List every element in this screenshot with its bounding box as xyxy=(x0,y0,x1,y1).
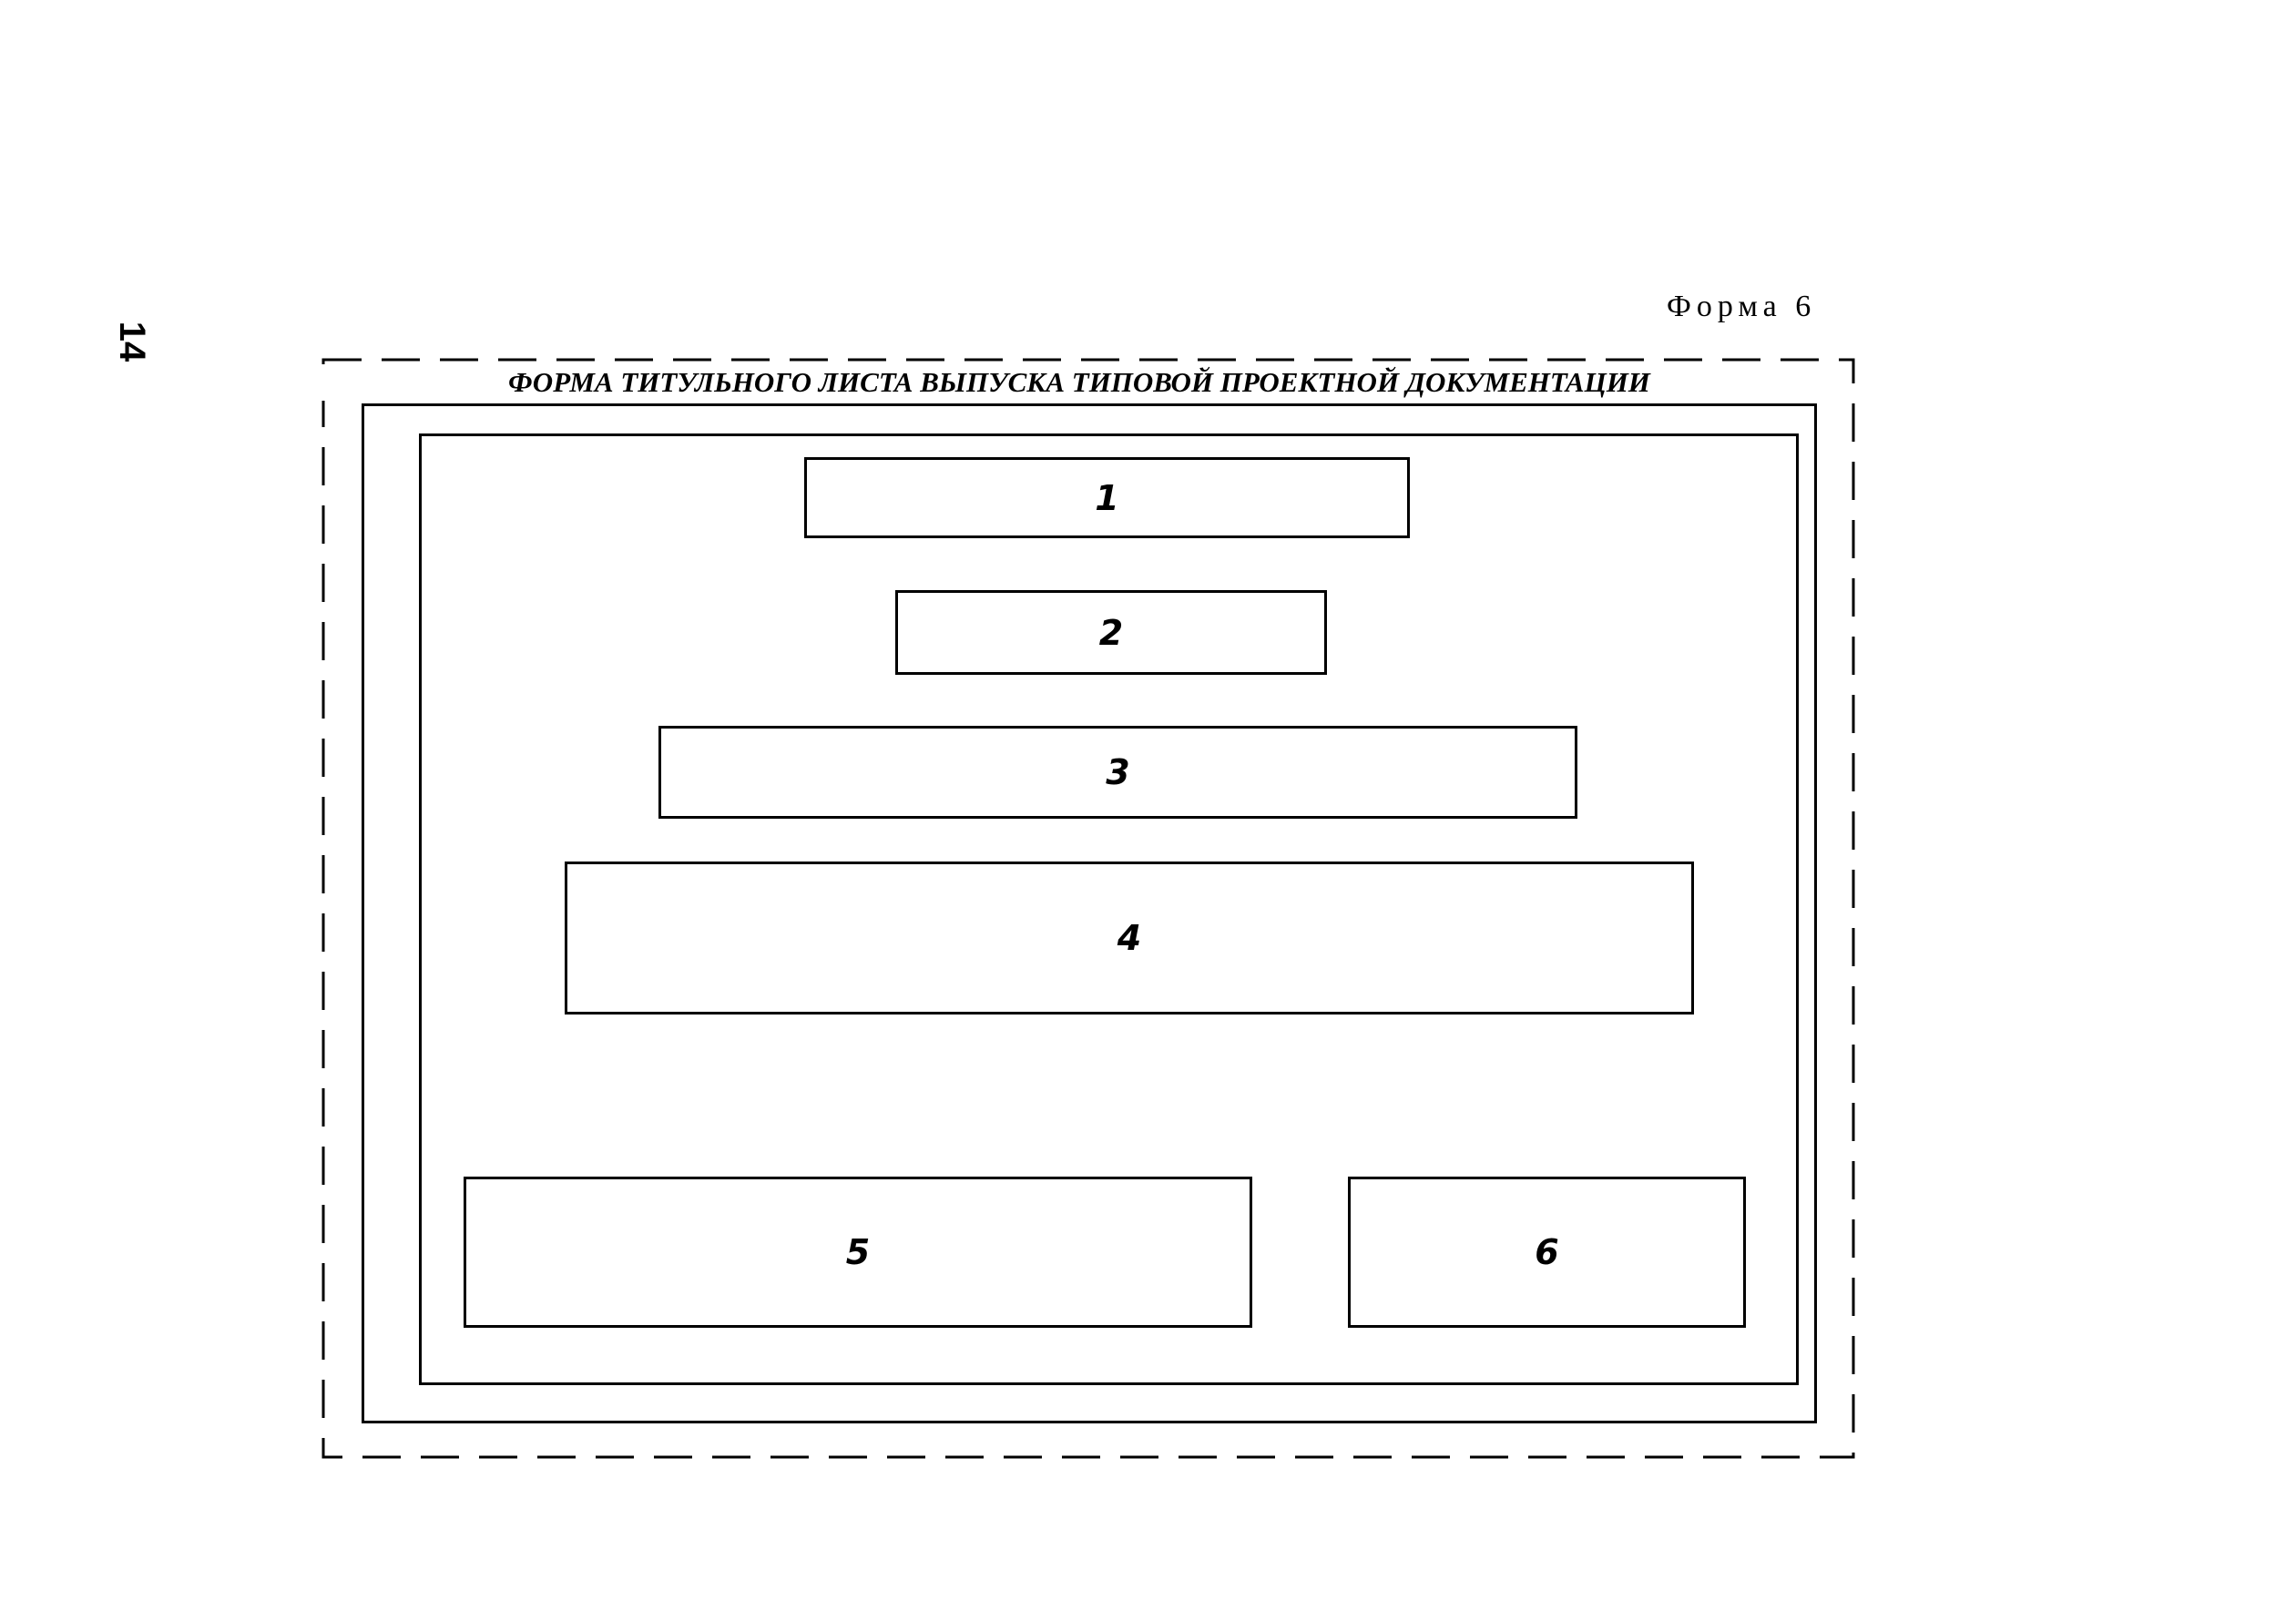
form-label: Форма 6 xyxy=(1667,290,1817,323)
form-title: ФОРМА ТИТУЛЬНОГО ЛИСТА ВЫПУСКА ТИПОВОЙ П… xyxy=(319,364,1840,401)
field-number: 4 xyxy=(1117,918,1142,958)
field-number: 3 xyxy=(1106,752,1130,792)
field-box-4: 4 xyxy=(565,862,1694,1015)
field-box-3: 3 xyxy=(658,726,1577,819)
middle-frame xyxy=(362,403,1817,1423)
field-number: 1 xyxy=(1095,477,1119,518)
field-box-6: 6 xyxy=(1348,1177,1746,1328)
field-box-2: 2 xyxy=(895,590,1327,675)
field-box-5: 5 xyxy=(464,1177,1252,1328)
inner-frame xyxy=(419,433,1799,1385)
field-number: 5 xyxy=(845,1232,871,1272)
field-number: 2 xyxy=(1098,612,1124,653)
field-box-1: 1 xyxy=(804,457,1410,538)
field-number: 6 xyxy=(1535,1232,1559,1272)
